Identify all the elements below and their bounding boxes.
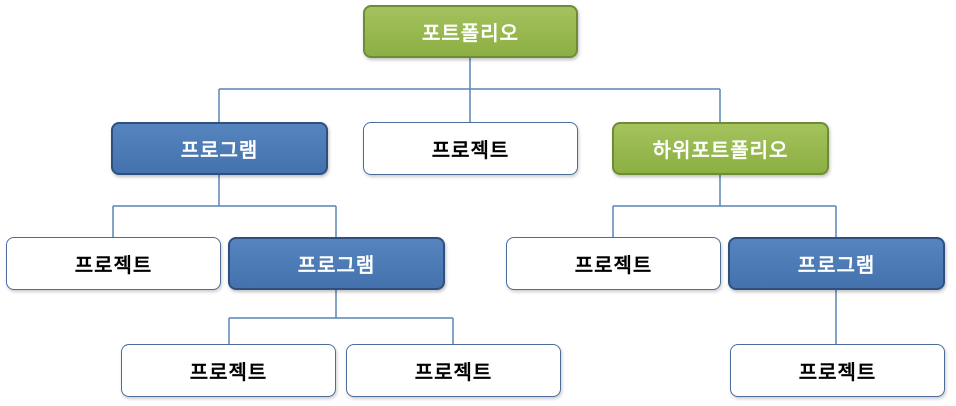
nested-program-project-b-node: 프로젝트 — [346, 344, 561, 397]
sub-portfolio-project-node: 프로젝트 — [506, 237, 721, 290]
sub-program-project-node: 프로젝트 — [730, 344, 945, 397]
portfolio-node: 포트폴리오 — [363, 5, 578, 58]
nested-program-project-a-node: 프로젝트 — [121, 344, 336, 397]
sub-portfolio-node: 하위포트폴리오 — [612, 122, 829, 175]
program-node: 프로그램 — [111, 122, 328, 175]
nested-program-node: 프로그램 — [228, 237, 445, 290]
program-project-node: 프로젝트 — [6, 237, 221, 290]
project-node: 프로젝트 — [363, 122, 578, 175]
sub-portfolio-program-node: 프로그램 — [728, 237, 945, 290]
